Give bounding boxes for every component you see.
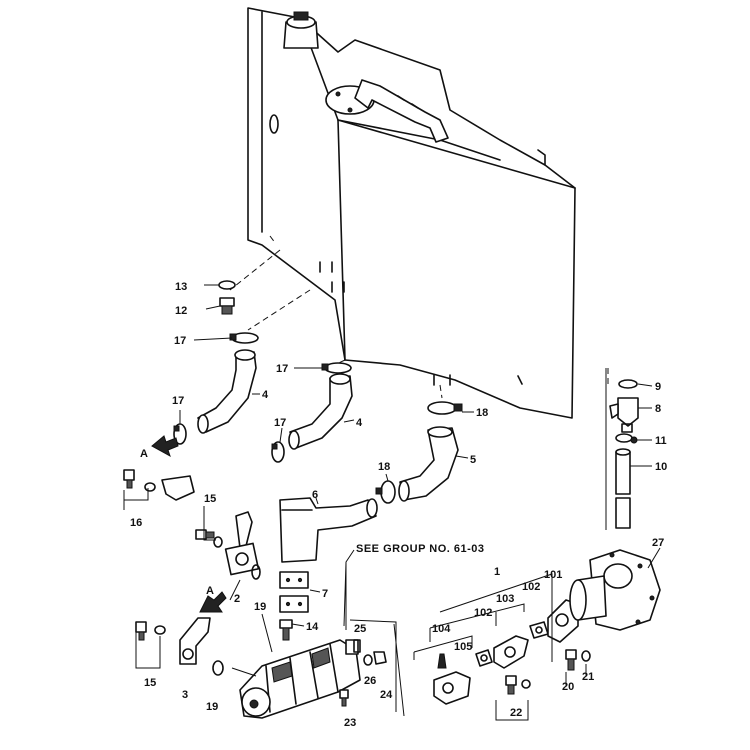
svg-text:A: A [140,448,148,460]
callout-15-lower: 15 [144,677,156,689]
callout-19-upper: 19 [254,601,266,613]
callout-105: 105 [454,641,472,653]
callout-104: 104 [432,623,451,635]
bolt-washer-15-lower [135,621,166,641]
callout-11: 11 [655,435,667,447]
callout-3: 3 [182,689,188,701]
callout-26: 26 [364,675,376,687]
o-ring-19-upper [251,564,261,580]
return-hose-5 [398,426,459,502]
callout-12: 12 [175,305,187,317]
spider-102 [529,621,549,639]
bolt-20 [565,649,577,671]
callout-10: 10 [655,461,667,473]
plug-12 [219,297,235,315]
callout-20: 20 [562,681,574,693]
callout-25: 25 [354,623,366,635]
nut-24 [373,651,387,665]
callout-9: 9 [655,381,661,393]
hydraulic-pump [239,639,361,719]
callout-labels: 1 2 3 4 4 5 6 7 8 9 10 11 12 13 14 15 15… [130,281,667,729]
svg-text:A: A [206,585,214,597]
callout-13: 13 [175,281,187,293]
see-group-note: SEE GROUP NO. 61-03 [356,543,485,555]
callout-18-lower: 18 [378,461,390,473]
bolt-22 [505,675,531,695]
callout-24: 24 [380,689,393,701]
hydraulic-tank [229,7,609,419]
o-ring-19-lower [212,660,224,676]
callout-102-left: 102 [474,607,492,619]
flywheel-housing-27 [569,549,661,631]
callout-leaders [179,284,661,677]
view-arrow-a-upper: A [140,435,179,460]
callout-22: 22 [510,707,522,719]
callout-27: 27 [652,537,664,549]
callout-17-left: 17 [172,395,184,407]
callout-4-left: 4 [262,389,269,401]
callout-14: 14 [306,621,319,633]
callout-4-middle: 4 [356,417,363,429]
bolt-14 [279,619,293,641]
callout-102-right: 102 [522,581,540,593]
view-arrow-a-lower: A [199,585,227,613]
washer-21 [581,650,591,662]
callout-17-middle: 17 [276,363,288,375]
callout-1: 1 [494,566,500,578]
gasket-25 [353,639,361,653]
o-ring-13 [218,280,236,290]
callout-17-lower: 17 [274,417,286,429]
suction-hose-4-left [197,349,257,434]
group-brackets [123,368,607,721]
washer-26 [363,654,373,666]
suction-hose-4-middle [288,373,353,450]
hose-10 [615,448,631,529]
callout-8: 8 [655,403,661,415]
callout-19-lower: 19 [206,701,218,713]
callout-16: 16 [130,517,142,529]
callout-15-upper: 15 [204,493,216,505]
clamp-11 [615,433,638,444]
callout-18-right: 18 [476,407,488,419]
hose-clamp-17-top [229,332,259,344]
callout-5: 5 [470,454,476,466]
callout-7: 7 [322,588,328,600]
elbow-3 [179,617,211,665]
coupling-yoke-104 [433,653,471,705]
callout-103: 103 [496,593,514,605]
flange-7 [279,571,309,613]
hose-clamp-17-left [173,423,187,445]
spider-105 [475,649,493,667]
callout-101: 101 [544,569,562,581]
bolt-washer-15-upper [195,529,223,548]
hose-clamp-18-right [427,401,463,415]
o-ring-9 [618,379,638,389]
callout-21: 21 [582,671,594,683]
bolt-23 [339,689,349,707]
coupling-yoke-103 [493,635,529,669]
hose-clamp-18-lower [375,480,396,504]
pipe-6 [279,497,378,563]
callout-6: 6 [312,489,318,501]
hose-clamp-17-middle [321,362,352,374]
bolt-clamp-16 [123,469,195,501]
fitting-8 [609,397,639,433]
hose-clamp-17-lower [271,441,285,463]
callout-2: 2 [234,593,240,605]
callout-17-top: 17 [174,335,186,347]
elbow-2 [224,511,260,576]
callout-23: 23 [344,717,356,729]
